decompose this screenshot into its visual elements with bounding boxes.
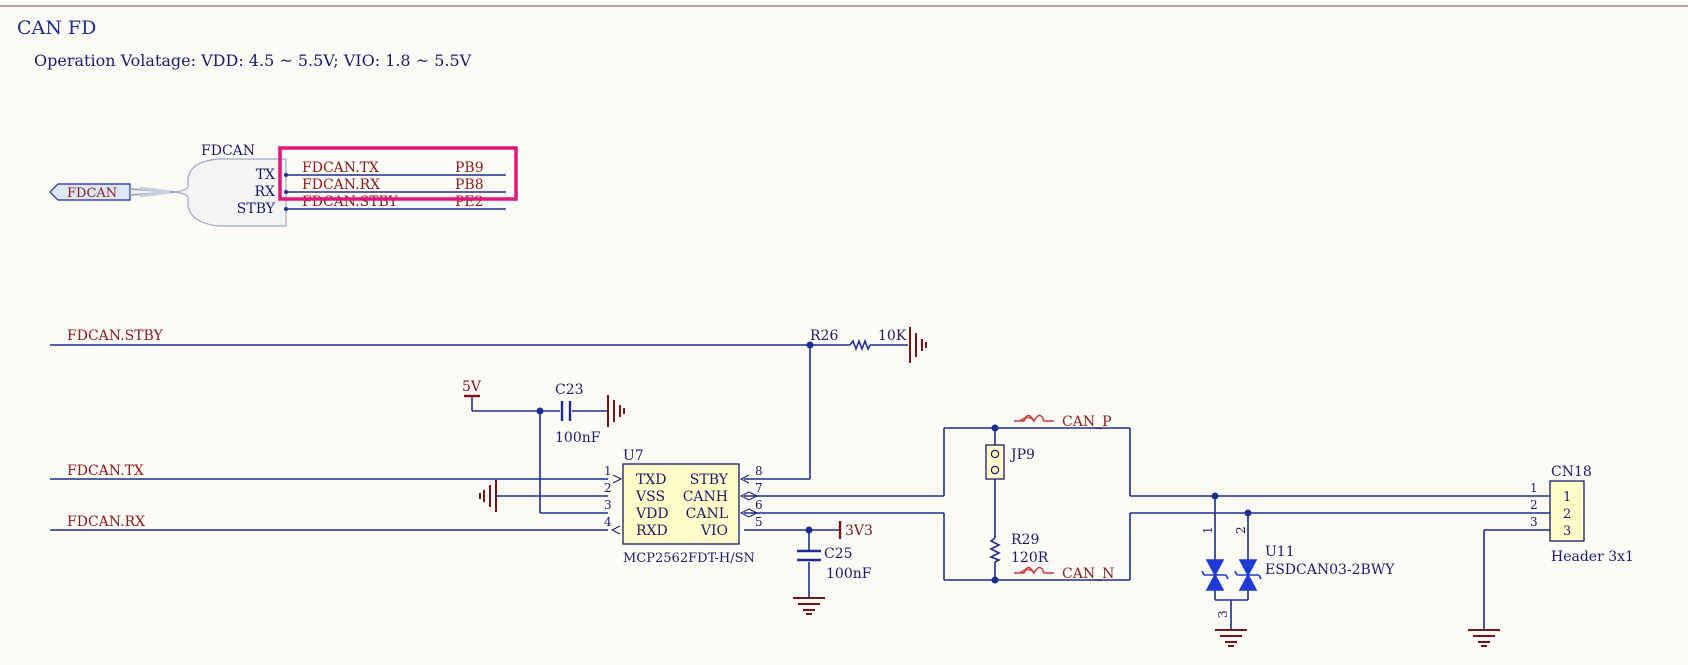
net-label-can-n: CAN_N [1062,566,1114,582]
harness-pin-tx: PB9 [455,160,484,176]
cn18-pin-num-3: 3 [1530,515,1538,529]
u11-ref: U11 [1265,544,1295,560]
harness-port-label: FDCAN [67,186,117,201]
harness-port[interactable]: FDCAN [49,183,131,201]
harness-net-tx: FDCAN.TX [302,160,379,176]
u7-pin-vss: VSS [635,489,665,505]
u7-pin-num-4: 4 [604,515,612,529]
u7-pin-canh: CANH [683,489,728,505]
harness-wires [286,174,506,210]
u11-pin-1: 1 [1201,526,1215,534]
u11-pin-2: 2 [1234,526,1248,534]
cn18-ground-icon [1468,629,1500,647]
u7-pin-canl: CANL [686,506,728,522]
harness-body[interactable] [174,158,287,227]
net-wires [50,344,1550,630]
r26-ground-icon [909,327,927,363]
harness-pin-stby: PE2 [455,194,484,210]
c23-capacitor[interactable] [560,401,572,421]
cn18-pin-name-2: 2 [1563,507,1571,522]
selection-highlight [278,146,518,201]
jp9-jumper[interactable] [985,444,1005,480]
u7-pin-num-1: 1 [604,464,612,478]
r26-value: 10K [878,328,907,344]
power-5v-label: 5V [462,379,482,395]
u7-pin-num-5: 5 [755,515,763,529]
c23-ground-icon [607,395,625,427]
u11-ground-icon [1215,629,1247,647]
r29-ref: R29 [1011,532,1039,548]
r26-ref: R26 [810,328,838,344]
u7-pin-vdd: VDD [635,506,669,522]
sheet-note: Operation Volatage: VDD: 4.5 ~ 5.5V; VIO… [34,51,472,70]
harness-net-rx: FDCAN.RX [302,177,380,193]
c25-ref: C25 [824,546,853,562]
u7-chip[interactable] [622,463,740,545]
u11-part: ESDCAN03-2BWY [1265,562,1395,578]
power-3v3-label: 3V3 [845,523,873,539]
u7-pin-vio: VIO [700,523,728,539]
diff-pair-n-icon [1014,566,1054,575]
net-label-can-p: CAN_P [1062,414,1112,430]
u7-pin-num-8: 8 [755,464,763,478]
r29-resistor[interactable] [989,537,1001,563]
u7-pin-txd: TXD [636,472,667,488]
u7-ref: U7 [623,448,644,464]
r29-value: 120R [1011,550,1049,566]
c25-capacitor[interactable] [797,549,821,562]
u7-pin-num-2: 2 [604,481,612,495]
harness-entry-rx: RX [254,184,275,200]
net-label-rx: FDCAN.RX [67,514,145,530]
c23-ref: C23 [555,382,584,398]
net-label-tx: FDCAN.TX [67,463,144,479]
u11-tvs-diodes[interactable] [1201,559,1262,591]
junction-dots [536,341,1252,584]
r26-resistor[interactable] [849,338,871,352]
cn18-header[interactable] [1549,480,1585,542]
cn18-pin-num-2: 2 [1530,498,1538,512]
u11-pin-3: 3 [1216,610,1230,618]
net-label-stby: FDCAN.STBY [67,328,164,344]
u7-pin-arrows [610,474,759,535]
u7-pin-num-7: 7 [755,481,763,495]
c25-value: 100nF [826,566,872,582]
vss-ground-icon [479,480,497,512]
harness-bus-connector [129,186,176,198]
c23-value: 100nF [555,430,601,446]
cn18-pin-name-1: 1 [1563,490,1571,505]
harness-title: FDCAN [201,143,255,159]
u7-part: MCP2562FDT-H/SN [623,551,755,566]
diff-pair-p-icon [1014,414,1054,423]
harness-entry-dots [284,173,288,211]
sheet-title: CAN FD [17,17,96,39]
harness-pin-rx: PB8 [455,177,484,193]
cn18-part: Header 3x1 [1551,549,1634,565]
u7-pin-num-6: 6 [755,498,763,512]
u7-pin-num-3: 3 [604,498,612,512]
cn18-ref: CN18 [1551,464,1592,480]
u7-pin-stby: STBY [690,472,729,488]
cn18-pin-name-3: 3 [1563,524,1571,539]
harness-entry-stby: STBY [237,201,276,217]
cn18-pin-num-1: 1 [1530,481,1538,495]
c25-ground-icon [793,597,825,615]
u7-pin-rxd: RXD [636,523,668,539]
harness-net-stby: FDCAN.STBY [302,194,399,210]
jp9-ref: JP9 [1009,447,1035,463]
harness-entry-tx: TX [256,167,275,183]
